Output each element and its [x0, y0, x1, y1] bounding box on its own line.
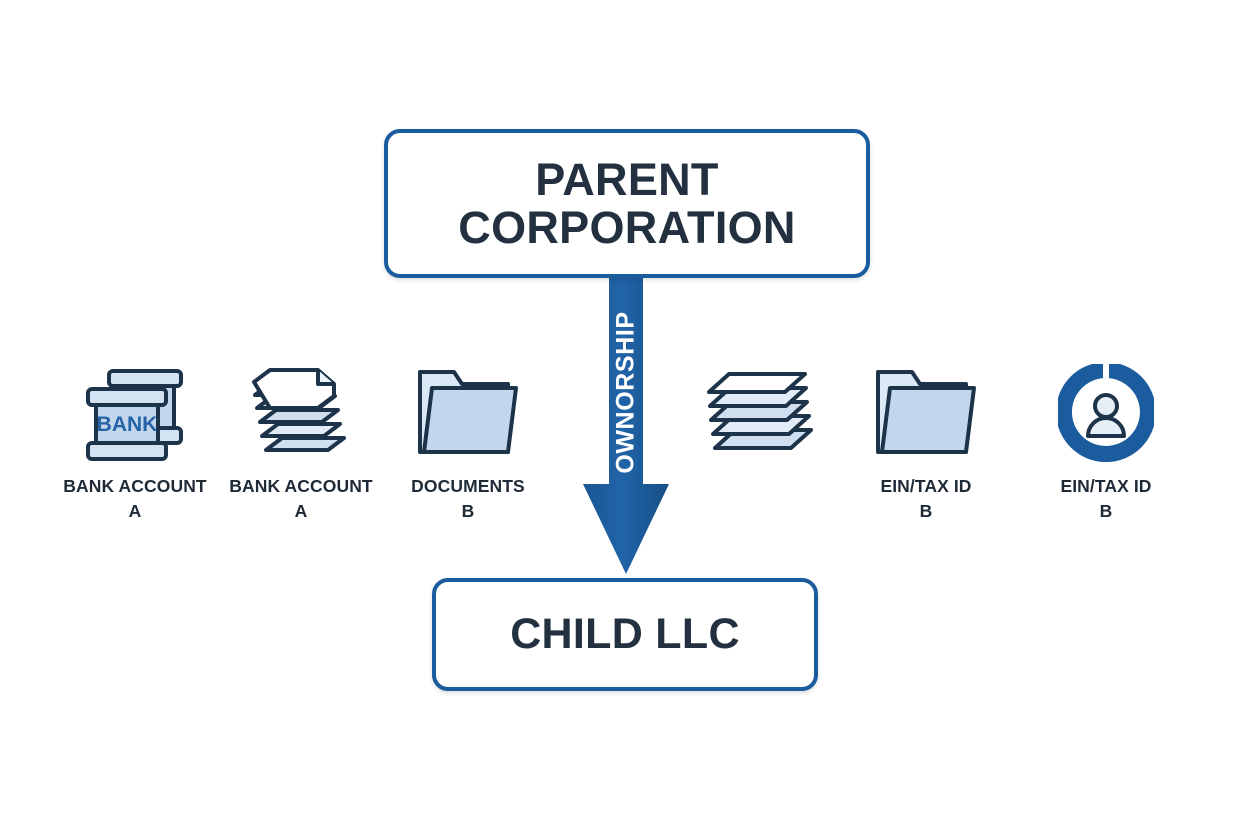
asset-caption: BANK ACCOUNT A: [45, 474, 225, 525]
ownership-arrow: [583, 272, 669, 574]
asset-caption: EIN/TAX ID B: [836, 474, 1016, 525]
asset-caption-main: DOCUMENTS: [411, 476, 525, 496]
asset-bank-account-a-documents[interactable]: BANK ACCOUNT A: [211, 362, 391, 525]
bank-building-stack-icon: BANK: [45, 362, 225, 462]
asset-caption-main: EIN/TAX ID: [880, 476, 972, 496]
asset-caption: BANK ACCOUNT A: [211, 474, 391, 525]
asset-documents-b[interactable]: DOCUMENTS B: [378, 362, 558, 525]
asset-caption-main: EIN/TAX ID: [1060, 476, 1152, 496]
asset-caption: DOCUMENTS B: [378, 474, 558, 525]
asset-ein-tax-id-b-person[interactable]: EIN/TAX ID B: [1016, 362, 1196, 525]
parent-corporation-line1: PARENT: [535, 153, 719, 205]
asset-caption: EIN/TAX ID B: [1016, 474, 1196, 525]
asset-caption-sub: B: [1099, 501, 1113, 522]
asset-caption-sub: A: [128, 501, 142, 522]
asset-bank-account-a[interactable]: BANK BANK ACCOUNT A: [45, 362, 225, 525]
parent-corporation-label: PARENT CORPORATION: [458, 153, 796, 253]
asset-caption-sub: B: [461, 501, 475, 522]
asset-caption-main: BANK ACCOUNT: [229, 476, 373, 496]
sheet-stack-icon: [676, 362, 856, 462]
asset-ein-tax-id-b-folder[interactable]: EIN/TAX ID B: [836, 362, 1016, 525]
node-parent-corporation[interactable]: PARENT CORPORATION: [384, 129, 870, 278]
asset-caption-sub: B: [919, 501, 933, 522]
folder-icon: [378, 362, 558, 462]
asset-caption-sub: A: [294, 501, 308, 522]
asset-sheet-stack[interactable]: [676, 362, 856, 474]
bank-icon-text: BANK: [97, 413, 158, 436]
child-llc-label: CHILD LLC: [510, 609, 740, 658]
folder-icon: [836, 362, 1016, 462]
document-stack-folded-corner-icon: [211, 362, 391, 462]
parent-corporation-line2: CORPORATION: [458, 201, 796, 253]
asset-caption-main: BANK ACCOUNT: [63, 476, 207, 496]
node-child-llc[interactable]: CHILD LLC: [432, 578, 818, 691]
person-ring-icon: [1016, 362, 1196, 462]
